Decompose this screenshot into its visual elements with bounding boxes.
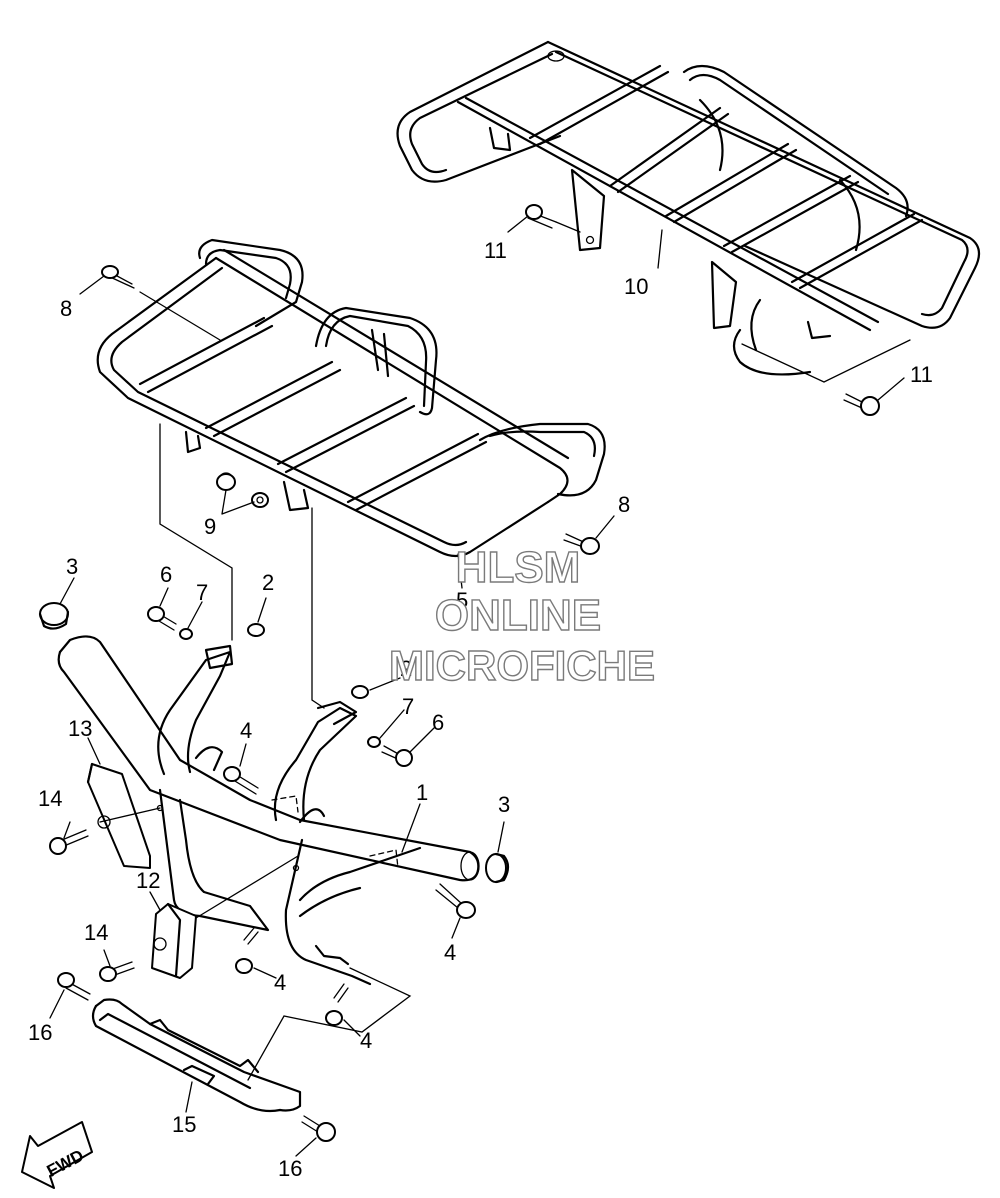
callout-13: 13 <box>68 716 92 741</box>
rack-frame <box>57 635 480 986</box>
grommet-2-right <box>351 685 369 699</box>
bolt-8-left <box>101 265 135 289</box>
callout-5: 5 <box>456 588 468 613</box>
grommet-2-left <box>247 623 265 637</box>
callout-8-left: 8 <box>60 296 72 321</box>
callout-4-b: 4 <box>444 940 456 965</box>
bolt-14-upper <box>49 829 89 855</box>
callout-4-a: 4 <box>240 718 252 743</box>
cap-3-left <box>38 602 70 630</box>
bolt-4-b <box>435 883 476 919</box>
callout-9: 9 <box>204 514 216 539</box>
bolt-4-d <box>325 983 349 1026</box>
watermark-line-3: MICROFICHE <box>389 642 655 689</box>
bolt-11-lower <box>843 393 880 416</box>
callout-11-lower: 11 <box>910 362 933 387</box>
callout-labels: 1 2 2 3 3 4 4 4 4 5 6 6 7 7 8 8 9 10 11 … <box>28 238 933 1181</box>
bolt-6-left <box>147 606 177 631</box>
callout-15: 15 <box>172 1112 196 1137</box>
leader-lines <box>49 215 911 1157</box>
bolt-11-upper <box>525 204 557 229</box>
cap-3-right <box>485 852 510 884</box>
bolt-16-left <box>57 972 91 1001</box>
callout-8-right: 8 <box>618 492 630 517</box>
callout-4-c: 4 <box>274 970 286 995</box>
callout-3-left: 3 <box>66 554 78 579</box>
callout-11-upper: 11 <box>484 238 507 263</box>
side-brackets <box>86 762 197 979</box>
callout-14-upper: 14 <box>38 786 62 811</box>
bolt-8-right <box>563 533 600 555</box>
callout-6-left: 6 <box>160 562 172 587</box>
bolt-14-lower <box>99 961 135 982</box>
watermark-line-1: HLSM <box>456 543 581 592</box>
callout-7-left: 7 <box>196 580 208 605</box>
callout-3-right: 3 <box>498 792 510 817</box>
fasteners <box>38 204 880 1142</box>
callout-16-left: 16 <box>28 1020 52 1045</box>
callout-14-lower: 14 <box>84 920 108 945</box>
front-rack <box>96 238 606 558</box>
washer-7-left <box>179 628 193 640</box>
washer-7-right <box>367 736 381 748</box>
fwd-arrow-icon: FWD <box>21 1121 93 1189</box>
callout-2-left: 2 <box>262 570 274 595</box>
callout-6-right: 6 <box>432 710 444 735</box>
callout-2-right: 2 <box>400 656 412 681</box>
callout-4-d: 4 <box>360 1028 372 1053</box>
bolt-16-right <box>301 1115 336 1142</box>
callout-16-right: 16 <box>278 1156 302 1181</box>
watermark: HLSM ONLINE MICROFICHE <box>388 542 655 689</box>
watermark-line-2: ONLINE <box>435 591 601 640</box>
callout-7-right: 7 <box>402 694 414 719</box>
callout-10: 10 <box>624 274 648 299</box>
front-protector <box>91 998 302 1113</box>
bolt-4-a <box>223 766 259 795</box>
callout-1: 1 <box>416 780 428 805</box>
nut-9 <box>216 473 269 508</box>
callout-12: 12 <box>136 868 160 893</box>
rear-rack <box>396 40 981 376</box>
bolt-4-c <box>235 927 259 974</box>
bolt-6-right <box>381 745 413 767</box>
